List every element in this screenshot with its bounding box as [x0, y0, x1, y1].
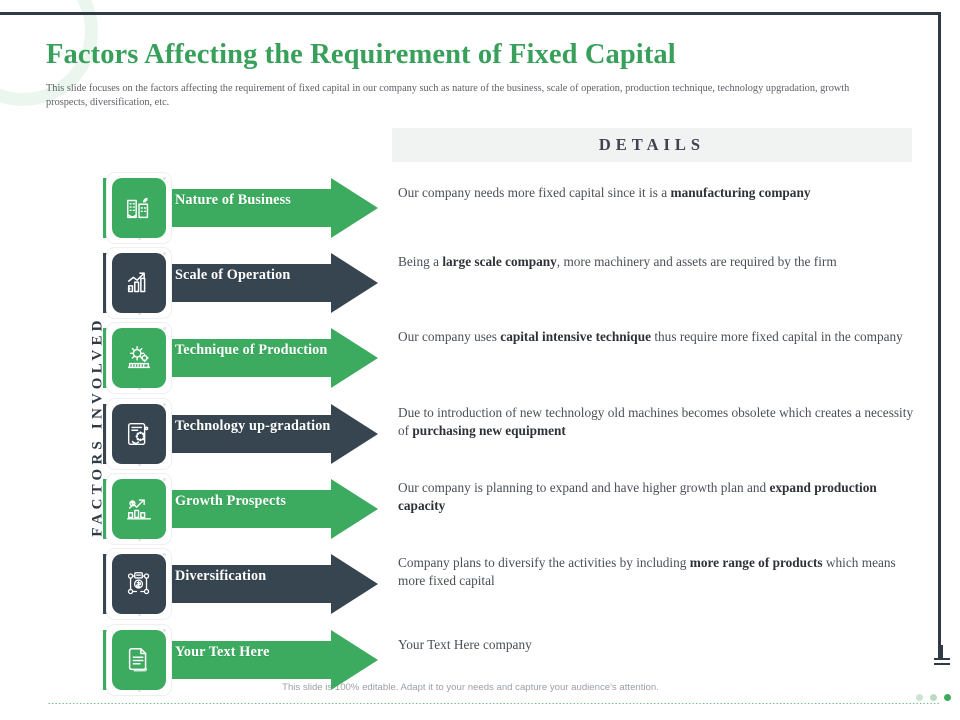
- detail-emphasis: manufacturing company: [670, 185, 811, 200]
- factor-detail-text: Our company is planning to expand and ha…: [398, 479, 914, 516]
- network-nodes-money-icon[interactable]: [112, 554, 166, 614]
- detail-plain: Your Text Here company: [398, 637, 532, 652]
- growth-arrow-chart-icon[interactable]: [112, 479, 166, 539]
- page-dot[interactable]: [930, 694, 937, 701]
- factor-detail-text: Being a large scale company, more machin…: [398, 253, 914, 271]
- detail-plain: Our company is planning to expand and ha…: [398, 480, 770, 495]
- detail-plain: Our company uses: [398, 329, 501, 344]
- detail-emphasis: expand production capacity: [398, 480, 877, 514]
- footer-zigzag-decoration: [46, 697, 941, 704]
- factor-detail-text: Our company uses capital intensive techn…: [398, 328, 914, 346]
- bottom-dots-decoration: [916, 694, 951, 701]
- detail-emphasis: large scale company: [442, 254, 557, 269]
- factor-detail-text: Your Text Here company: [398, 636, 914, 654]
- gear-factory-icon[interactable]: [112, 328, 166, 388]
- factor-detail-text: Company plans to diversify the activitie…: [398, 554, 914, 591]
- document-pages-icon[interactable]: [112, 630, 166, 690]
- details-column-header: DETAILS: [392, 128, 912, 162]
- detail-plain: Company plans to diversify the activitie…: [398, 555, 690, 570]
- detail-plain: which means more fixed capital: [398, 555, 896, 589]
- detail-plain: Due to introduction of new technology ol…: [398, 405, 914, 439]
- factor-detail-text: Our company needs more fixed capital sin…: [398, 184, 914, 202]
- slide-frame-right-line: [938, 12, 941, 660]
- zigzag-line: [48, 702, 941, 704]
- detail-plain: , more machinery and assets are required…: [556, 254, 837, 269]
- slide-header: Factors Affecting the Requirement of Fix…: [46, 38, 906, 110]
- detail-plain: Being a: [398, 254, 443, 269]
- page-subtitle: This slide focuses on the factors affect…: [46, 82, 850, 108]
- detail-emphasis: more range of products: [689, 555, 823, 570]
- device-settings-icon[interactable]: [112, 404, 166, 464]
- page-dot[interactable]: [916, 694, 923, 701]
- buildings-signal-icon[interactable]: [112, 178, 166, 238]
- detail-emphasis: purchasing new equipment: [412, 423, 566, 439]
- details-header-label: DETAILS: [598, 135, 706, 154]
- detail-plain: thus require more fixed capital in the c…: [651, 329, 903, 344]
- detail-emphasis: capital intensive technique: [500, 329, 651, 344]
- footer-note: This slide is 100% editable. Adapt it to…: [282, 682, 659, 693]
- detail-plain: Our company needs more fixed capital sin…: [398, 185, 671, 200]
- page-dot[interactable]: [944, 694, 951, 701]
- slide-frame-top-line: [0, 12, 941, 15]
- page-title: Factors Affecting the Requirement of Fix…: [46, 39, 676, 70]
- bar-chart-growth-icon[interactable]: [112, 253, 166, 313]
- corner-tick-icon: [934, 645, 950, 665]
- corner-mark-decoration: [930, 645, 954, 669]
- factor-detail-text: Due to introduction of new technology ol…: [398, 404, 914, 441]
